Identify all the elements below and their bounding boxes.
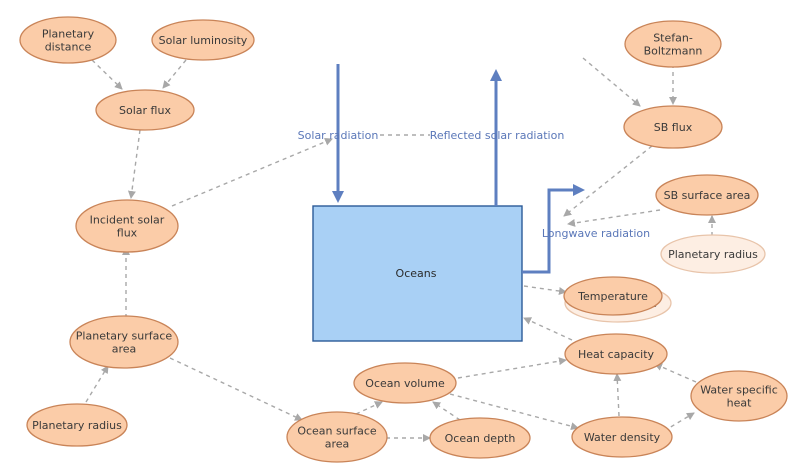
ocean-depth-label-line: Ocean depth: [445, 432, 516, 445]
incident-solar-flux-node[interactable]: [75, 199, 179, 253]
oceans-stock-label: Oceans: [396, 267, 437, 280]
link-water-specific-heat-to-heat-capacity: [654, 363, 697, 383]
planetary-radius-label-line: Planetary radius: [32, 419, 122, 432]
link-ocean-surface-area-to-ocean-volume: [355, 401, 383, 415]
link-planetary-distance-to-solar-flux: [91, 59, 123, 90]
planetary-radius-ghost-label: Planetary radius: [668, 248, 758, 261]
heat-capacity-node[interactable]: [564, 333, 668, 375]
link-solar-flux-to-incident-solar-flux: [127, 129, 141, 199]
link-planetary-radius-to-planetary-surface-area: [85, 365, 109, 403]
incident-solar-flux-label-line: flux: [117, 227, 138, 240]
ocean-surface-area-node[interactable]: [286, 411, 388, 463]
planetary-radius-ghost-label-line: Planetary radius: [668, 248, 758, 261]
link-water-density-to-heat-capacity: [613, 373, 622, 417]
sb-flux-label: SB flux: [654, 121, 693, 134]
link-oceans-to-temperature: [523, 285, 567, 295]
sb-flux-label-line: SB flux: [654, 121, 693, 134]
solar-luminosity-node[interactable]: [151, 19, 255, 61]
planetary-surface-area-node[interactable]: [69, 315, 179, 369]
water-specific-heat-label-line: heat: [727, 397, 752, 410]
longwave-radiation-label: Longwave radiation: [542, 227, 650, 240]
link-sb-flux-to-longwave-radiation: [563, 145, 653, 217]
ocean-surface-area-label-line: Ocean surface: [297, 425, 377, 438]
link-heat-capacity-to-oceans: [523, 317, 573, 341]
stefan-boltzmann-label-line: Boltzmann: [644, 45, 703, 58]
heat-capacity-label-line: Heat capacity: [578, 348, 655, 361]
incident-solar-flux-label-line: Incident solar: [90, 214, 165, 227]
solar-luminosity-label-line: Solar luminosity: [159, 34, 248, 47]
solar-flux-label-line: Solar flux: [119, 104, 171, 117]
planetary-radius-ghost-node[interactable]: [660, 234, 766, 274]
water-density-label-line: Water density: [584, 431, 661, 444]
ocean-depth-label: Ocean depth: [445, 432, 516, 445]
planetary-distance-node[interactable]: [19, 16, 117, 64]
link-water-density-to-water-specific-heat: [663, 412, 695, 432]
planetary-distance-label-line: Planetary: [42, 28, 95, 41]
planetary-radius-label: Planetary radius: [32, 419, 122, 432]
heat-capacity-label: Heat capacity: [578, 348, 655, 361]
planetary-radius-node[interactable]: [26, 403, 128, 447]
link-ocean-depth-to-ocean-volume: [432, 401, 461, 421]
solar-radiation-label: Solar radiation: [298, 129, 379, 142]
link-planetary-surface-area-to-ocean-surface-area: [169, 357, 303, 421]
sb-surface-area-label: SB surface area: [664, 189, 751, 202]
stefan-boltzmann-node[interactable]: [624, 20, 722, 68]
ocean-volume-label-line: Ocean volume: [365, 377, 445, 390]
link-sb-surface-area-to-longwave-radiation: [567, 209, 661, 227]
solar-flux-node[interactable]: [95, 89, 195, 131]
water-specific-heat-node[interactable]: [690, 370, 788, 422]
water-density-label: Water density: [584, 431, 661, 444]
stefan-boltzmann-label-line: Stefan-: [653, 32, 693, 45]
sb-surface-area-node[interactable]: [655, 174, 759, 216]
reflected-solar-radiation-label: Reflected solar radiation: [430, 129, 565, 142]
temperature-label-line: Temperature: [577, 290, 648, 303]
ocean-volume-node[interactable]: [353, 362, 457, 404]
ocean-volume-label: Ocean volume: [365, 377, 445, 390]
water-specific-heat-label-line: Water specific: [700, 384, 778, 397]
planetary-distance-label-line: distance: [45, 41, 92, 54]
planetary-surface-area-label-line: Planetary surface: [76, 330, 173, 343]
link-ocean-volume-to-heat-capacity: [457, 357, 567, 379]
link-top-to-sb-flux: [582, 57, 641, 107]
link-incident-solar-flux-to-solar-radiation: [171, 138, 333, 207]
solar-flux-label: Solar flux: [119, 104, 171, 117]
temperature-node[interactable]: [563, 276, 663, 316]
link-solar-luminosity-to-solar-flux: [162, 59, 187, 89]
longwave-radiation-flow[interactable]: [522, 184, 585, 274]
solar-luminosity-label: Solar luminosity: [159, 34, 248, 47]
sb-flux-node[interactable]: [623, 105, 723, 149]
water-density-node[interactable]: [571, 416, 673, 458]
link-ocean-volume-to-water-density: [449, 393, 579, 431]
ocean-surface-area-label-line: area: [325, 438, 350, 451]
ocean-depth-node[interactable]: [429, 417, 531, 459]
planetary-surface-area-label-line: area: [112, 343, 137, 356]
stefan-boltzmann-label: Stefan-Boltzmann: [644, 32, 703, 58]
sb-surface-area-label-line: SB surface area: [664, 189, 751, 202]
temperature-label: Temperature: [577, 290, 648, 303]
oceans-stock[interactable]: [312, 205, 523, 342]
